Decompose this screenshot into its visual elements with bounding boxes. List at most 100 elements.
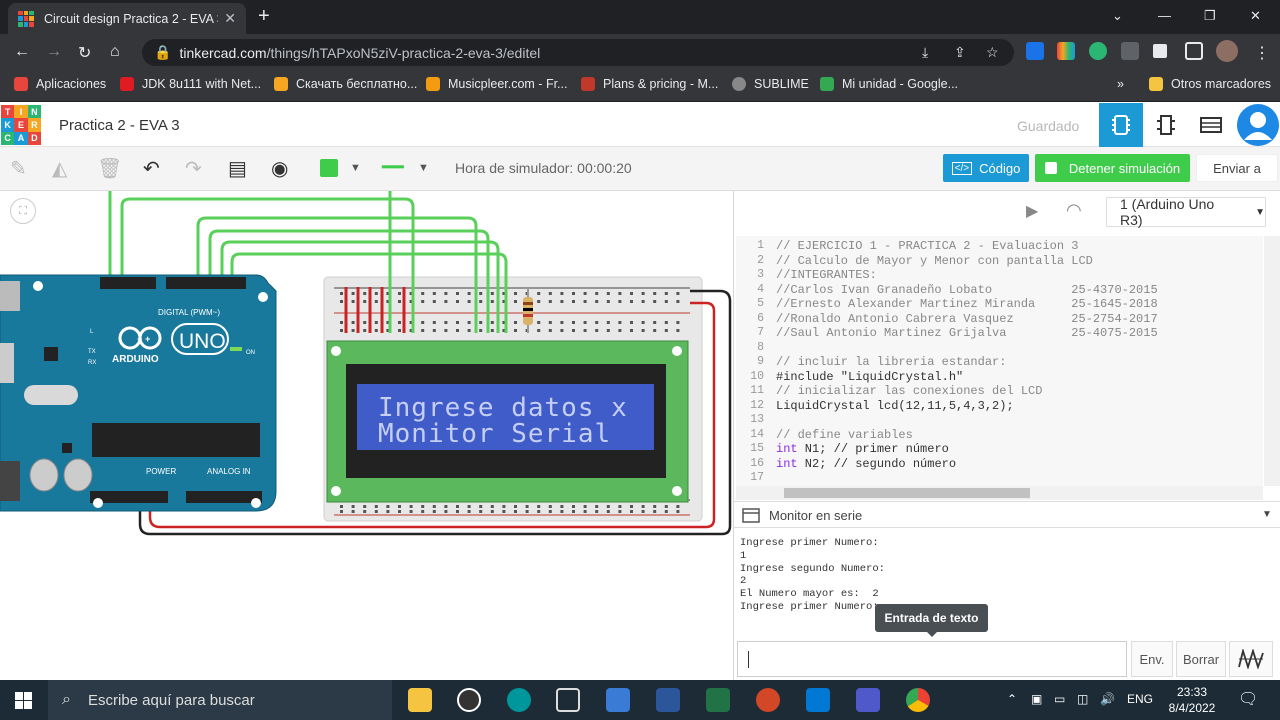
schematic-view-button[interactable] (1144, 103, 1188, 147)
code-line[interactable]: //Carlos Ivan Granadeño Lobato 25-4370-2… (776, 282, 1158, 297)
close-tab-icon[interactable]: ✕ (224, 10, 236, 26)
serial-monitor-header[interactable]: Monitor en serie ▼ (734, 501, 1280, 528)
bookmark-item[interactable]: Aplicaciones (14, 77, 106, 91)
language-indicator[interactable]: ENG (1127, 692, 1154, 706)
meet-icon[interactable]: ▣ (1031, 692, 1043, 706)
bookmark-item[interactable]: JDK 8u111 with Net... (120, 77, 261, 91)
circuit-view-button[interactable] (1099, 103, 1143, 147)
view-notes-icon[interactable]: ◉ (271, 158, 289, 180)
powerpoint-icon[interactable] (756, 688, 780, 712)
mirror-icon[interactable]: ◭ (52, 158, 68, 180)
visio-icon[interactable] (806, 688, 830, 712)
project-title[interactable]: Practica 2 - EVA 3 (59, 117, 180, 134)
serial-input-field[interactable] (737, 641, 1127, 677)
code-line[interactable]: int N2; // segundo número (776, 456, 957, 471)
teams-icon[interactable] (856, 688, 880, 712)
lcd-module[interactable]: Ingrese datos x Monitor Serial (326, 340, 689, 503)
pen-app-icon[interactable] (606, 688, 630, 712)
more-bookmarks-button[interactable]: » (1117, 77, 1124, 91)
excel-icon[interactable] (706, 688, 730, 712)
fit-view-button[interactable]: ⛶ (10, 198, 36, 224)
serial-plotter-button[interactable] (1229, 641, 1273, 677)
bookmark-star-icon[interactable]: ☆ (986, 44, 999, 60)
code-scroll-thumb[interactable] (784, 488, 1030, 498)
restore-icon[interactable]: ❐ (1204, 8, 1216, 23)
code-line[interactable]: //INTEGRANTES: (776, 268, 877, 282)
bookmark-item[interactable]: Mi unidad - Google... (820, 77, 958, 91)
tray-expand-icon[interactable]: ⌃ (1007, 692, 1018, 706)
bookmark-item[interactable]: Plans & pricing - M... (581, 77, 718, 91)
undo-icon[interactable]: ↶ (143, 158, 160, 180)
install-icon[interactable]: ⤓ (922, 44, 929, 60)
code-line[interactable]: // inicializar las conexiones del LCD (776, 384, 1043, 398)
browser-tab[interactable]: Circuit design Practica 2 - EVA 3 | ✕ (8, 3, 246, 34)
arduino-ide-icon[interactable] (507, 688, 531, 712)
forward-icon[interactable]: → (46, 43, 62, 60)
serial-clear-button[interactable]: Borrar (1176, 641, 1226, 677)
battery-icon[interactable]: ▭ (1054, 692, 1066, 706)
3d-viewer-icon[interactable] (556, 688, 580, 712)
wire-color-swatch[interactable] (320, 159, 338, 177)
code-line[interactable]: //Saul Antonio Martinez Grijalva 25-4075… (776, 326, 1158, 340)
power-jumpers[interactable] (344, 287, 406, 333)
volume-icon[interactable]: 🔊 (1100, 692, 1115, 706)
device-select[interactable]: 1 (Arduino Uno R3)▼ (1106, 196, 1266, 228)
color-dropdown-icon[interactable]: ▼ (350, 162, 361, 174)
components-list-button[interactable] (1189, 103, 1233, 147)
word-icon[interactable] (656, 688, 680, 712)
code-line[interactable]: //Ronaldo Antonio Cabrera Vasquez 25-275… (776, 311, 1158, 326)
download-extension-icon[interactable] (1026, 42, 1044, 60)
trash-icon[interactable]: 🗑 (97, 158, 123, 180)
url-field[interactable]: 🔒 tinkercad.com/things/hTAPxoN5ziV-pract… (142, 39, 1014, 66)
extensions-puzzle-icon[interactable] (1153, 44, 1167, 58)
signal-wires[interactable] (108, 191, 508, 333)
system-clock[interactable]: 23:33 8/4/2022 (1168, 685, 1216, 715)
windows-start-icon[interactable] (15, 692, 32, 709)
network-icon[interactable]: ◫ (1077, 692, 1089, 706)
taskbar-search-box[interactable]: ⌕ Escribe aquí para buscar (48, 680, 392, 720)
circuit-drawing[interactable]: Ingrese datos x Monitor Serial (0, 191, 733, 680)
color-extension-icon[interactable] (1057, 42, 1075, 60)
send-to-button[interactable]: Enviar a (1196, 154, 1278, 182)
stop-simulation-button[interactable]: Detener simulación (1035, 154, 1190, 182)
collapse-chevron-icon[interactable]: ▼ (1262, 509, 1272, 520)
debugger-icon[interactable]: ◠ (1066, 200, 1082, 220)
notes-icon[interactable]: ▤ (228, 158, 247, 180)
step-icon[interactable]: ▶ (1026, 203, 1039, 220)
vcc-wire[interactable] (148, 301, 716, 529)
reload-icon[interactable]: ↻ (78, 45, 92, 62)
bookmark-item[interactable]: Скачать бесплатно... (274, 77, 417, 91)
code-line[interactable]: #include "LiquidCrystal.h" (776, 369, 964, 384)
user-avatar[interactable] (1237, 104, 1279, 146)
code-editor[interactable]: 1// EJERCICIO 1 - PRACTICA 2 - Evaluacio… (736, 236, 1263, 486)
obs-icon[interactable] (457, 688, 481, 712)
share-icon[interactable]: ⇪ (954, 44, 966, 60)
back-icon[interactable]: ← (14, 43, 30, 60)
extension-icon[interactable] (1089, 42, 1107, 60)
edit-pen-icon[interactable]: ✎ (10, 158, 27, 180)
code-vertical-scrollbar[interactable] (1264, 236, 1280, 486)
wire-type-icon[interactable]: ━━ (382, 157, 404, 177)
wire-type-dropdown-icon[interactable]: ▼ (418, 162, 429, 174)
chrome-icon[interactable] (906, 688, 930, 712)
bookmark-item[interactable]: Musicpleer.com - Fr... (426, 77, 567, 91)
side-panel-icon[interactable] (1185, 42, 1203, 60)
circuit-canvas[interactable]: Ingrese datos x Monitor Serial (0, 191, 733, 680)
serial-send-button[interactable]: Env. (1131, 641, 1173, 677)
downloads-icon[interactable] (1121, 42, 1139, 60)
redo-icon[interactable]: ↷ (185, 158, 202, 180)
gnd-wire[interactable] (138, 289, 732, 536)
bookmark-item[interactable]: SUBLIME (732, 77, 809, 91)
home-icon[interactable]: ⌂ (110, 43, 120, 60)
code-line[interactable]: // EJERCICIO 1 - PRACTICA 2 - Evaluacion… (776, 239, 1079, 253)
close-window-icon[interactable]: ✕ (1250, 8, 1261, 23)
resistor[interactable] (523, 287, 533, 333)
arduino-uno-board[interactable]: − + UNO ARDUINO DIGITAL (PWM~) POWER ANA… (0, 274, 277, 512)
code-line[interactable]: // define variables (776, 427, 913, 442)
code-line[interactable]: // incluir la libreria estandar: (776, 355, 1007, 369)
code-line[interactable]: //Ernesto Alexander Martinez Miranda 25-… (776, 297, 1158, 311)
code-line[interactable]: int N1; // primer número (776, 442, 949, 456)
code-line[interactable]: // Calculo de Mayor y Menor con pantalla… (776, 253, 1093, 268)
code-line[interactable]: LiquidCrystal lcd(12,11,5,4,3,2); (776, 398, 1014, 413)
